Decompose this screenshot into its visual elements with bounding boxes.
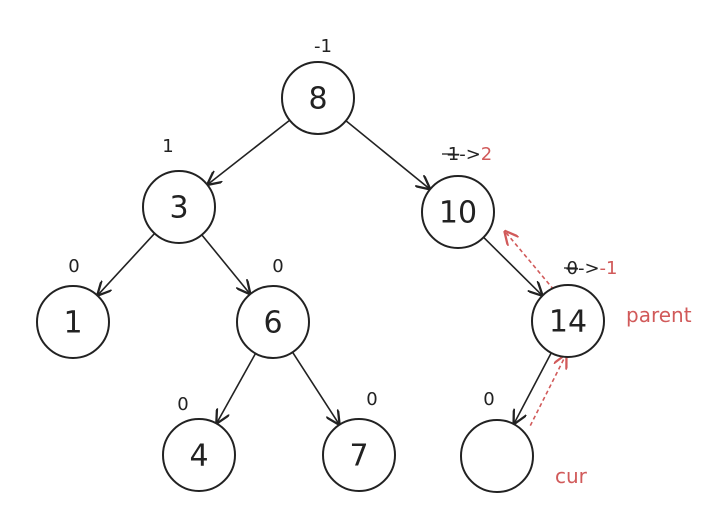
labels-layer: parent cur — [555, 303, 692, 488]
tree-node-1: 10 — [36, 256, 110, 359]
balance-factor: 0 — [272, 256, 283, 277]
node-circle — [36, 285, 110, 359]
edge-n6-n7 — [291, 351, 339, 424]
node-circle — [142, 170, 216, 244]
node-value: 7 — [349, 439, 368, 474]
tree-node-3: 31 — [142, 136, 216, 244]
balance-factor-update: 1->2 — [448, 144, 492, 165]
tree-node-14: 140->-1 — [531, 258, 618, 358]
new-balance-factor: 2 — [481, 144, 492, 165]
edge-n14-n13 — [514, 352, 552, 423]
tree-node-4: 40 — [162, 394, 236, 492]
balance-factor: 0 — [483, 389, 494, 410]
tree-node-6: 60 — [236, 256, 310, 359]
node-circle — [460, 419, 534, 493]
balance-factor: 1 — [162, 136, 173, 157]
edge-n6-n4 — [217, 353, 257, 422]
node-circle — [281, 61, 355, 135]
node-value: 8 — [308, 82, 327, 117]
edge-n3-n1 — [98, 232, 156, 294]
new-balance-factor: -1 — [600, 258, 618, 279]
node-circle — [531, 284, 605, 358]
parent-pointer-13-to-14 — [529, 355, 566, 426]
edge-n8-n10 — [345, 120, 429, 189]
node-circle — [236, 285, 310, 359]
balance-factor: 0 — [177, 394, 188, 415]
tree-node-10: 10 1->2 — [421, 144, 495, 249]
parent-pointer-layer — [505, 232, 566, 426]
tree-node-8: 8 -1 — [281, 36, 355, 135]
balance-arrow: -> — [578, 258, 600, 279]
node-circle — [322, 418, 396, 492]
node-circle — [421, 175, 495, 249]
edge-n10-n14 — [483, 236, 542, 295]
cur-label: cur — [555, 464, 588, 488]
tree-node-7: 70 — [322, 389, 396, 492]
tree-node-13: 13 0 — [460, 389, 534, 493]
node-value: 14 — [549, 305, 587, 340]
node-circle — [162, 418, 236, 492]
parent-label: parent — [626, 303, 692, 327]
edges-layer — [98, 119, 552, 424]
balance-factor: 0 — [366, 389, 377, 410]
balance-factor: 0 — [68, 256, 79, 277]
node-value: 13 — [478, 440, 516, 475]
node-value: 10 — [439, 196, 477, 231]
node-value: 6 — [263, 306, 282, 341]
node-value: 3 — [169, 191, 188, 226]
node-value: 4 — [189, 439, 208, 474]
balance-factor: -1 — [314, 36, 332, 57]
node-value: 1 — [63, 306, 82, 341]
edge-n3-n6 — [201, 234, 250, 293]
balance-arrow: -> — [459, 144, 481, 165]
edge-n8-n3 — [208, 119, 291, 184]
